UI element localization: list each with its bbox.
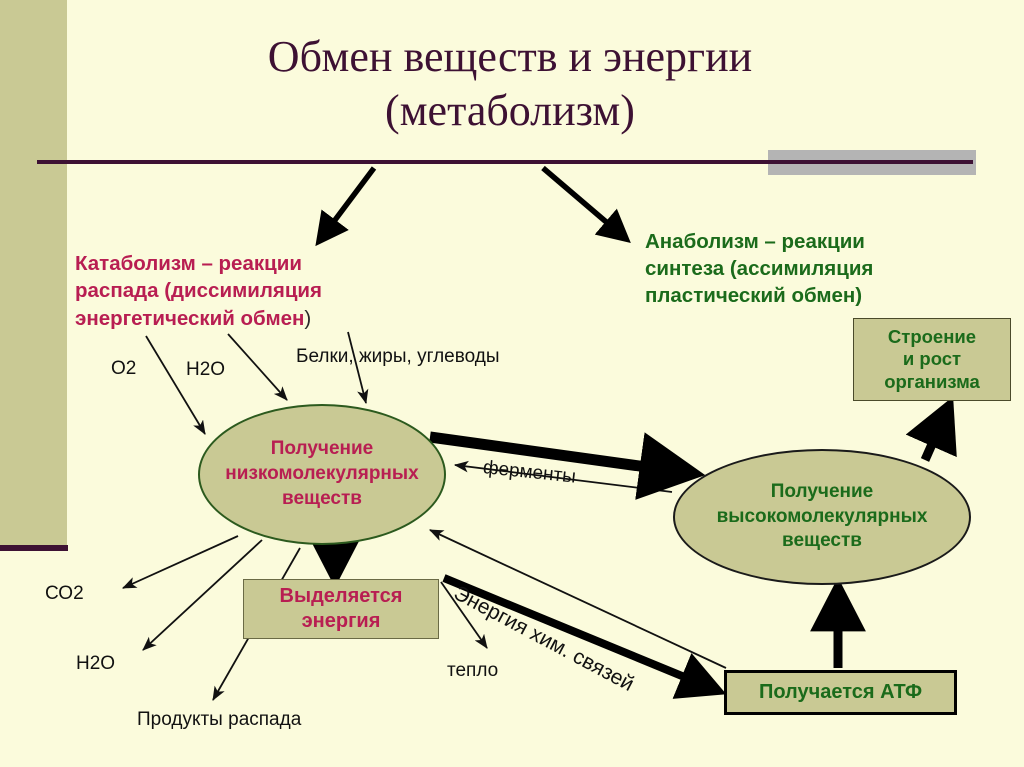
node-energy-released[interactable]: Выделяется энергия <box>243 579 439 639</box>
arrow-title-to-catabolism <box>315 166 377 247</box>
sidebar-decorative-band <box>0 0 67 545</box>
label-output-co2: СО2 <box>45 583 84 604</box>
title-divider-line <box>37 160 973 164</box>
label-output-h2o: Н2О <box>76 653 116 674</box>
label-input-o2: О2 <box>111 358 137 379</box>
anabolism-text: Анаболизм – реакции синтеза (ассимиляция… <box>645 230 874 308</box>
catabolism-label: Катаболизм – реакции распада (диссимиляц… <box>75 252 322 330</box>
label-input-h2o: Н2О <box>186 359 226 380</box>
node-atp-label: Получается АТФ <box>758 681 923 703</box>
arrow-low-to-co2 <box>122 535 239 589</box>
label-input-nutrients: Белки, жиры, углеводы <box>296 346 500 367</box>
sidebar-bottom-rule <box>0 545 68 551</box>
node-high-molecular[interactable]: Получение высокомолекулярных веществ <box>673 449 971 585</box>
node-growth[interactable]: Строение и рост организма <box>853 318 1011 401</box>
node-low-molecular-label: Получение низкомолекулярных веществ <box>225 438 419 509</box>
label-output-decay-products: Продукты распада <box>137 709 302 730</box>
label-output-heat: тепло <box>447 660 499 681</box>
catabolism-closing-paren: ) <box>304 306 312 330</box>
arrow-h2o-to-low <box>227 333 288 401</box>
arrow-title-to-anabolism <box>541 165 631 243</box>
arrow-o2-to-low <box>145 335 206 435</box>
arrow-high-to-growth <box>905 396 957 462</box>
node-high-molecular-label: Получение высокомолекулярных веществ <box>716 480 928 552</box>
node-atp[interactable]: Получается АТФ <box>724 670 957 715</box>
catabolism-text: Катаболизм – реакции распада (диссимиляц… <box>75 250 405 332</box>
node-energy-released-label: Выделяется энергия <box>279 585 403 632</box>
node-low-molecular[interactable]: Получение низкомолекулярных веществ <box>198 404 446 545</box>
page-title: Обмен веществ и энергии (метаболизм) <box>267 32 753 135</box>
edge-label-enzymes: ферменты <box>481 457 577 488</box>
node-growth-label: Строение и рост организма <box>884 325 980 392</box>
